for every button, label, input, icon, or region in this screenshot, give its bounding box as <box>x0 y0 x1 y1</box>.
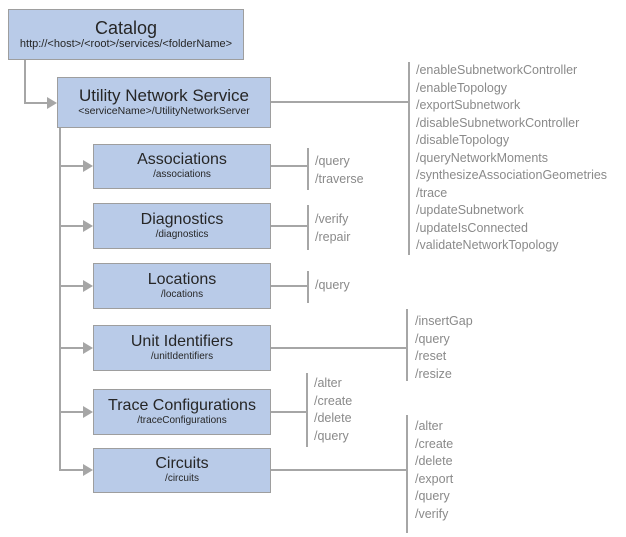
circuits-title: Circuits <box>155 455 209 473</box>
connector-diagnostics-ops <box>271 225 308 227</box>
operation-label: /queryNetworkMoments <box>416 150 548 165</box>
unit-identifiers-box: Unit Identifiers /unitIdentifiers <box>93 325 271 371</box>
arrowhead-to-circuits <box>83 464 93 476</box>
arrowhead-to-unit-identifiers <box>83 342 93 354</box>
operation-label: /validateNetworkTopology <box>416 238 559 252</box>
operation-label: /create <box>314 393 353 408</box>
operation-label: /synthesizeAssociationGeometries <box>416 168 608 182</box>
operation-label: /enableTopology <box>416 80 508 95</box>
operation-label: /traverse <box>315 171 364 186</box>
connector-unit-identifiers-ops <box>271 347 407 349</box>
operation-label: /repair <box>315 229 351 244</box>
connector-service-ops <box>271 101 408 103</box>
operation-label: /delete <box>314 411 352 425</box>
trace-configurations-operations-list: /alter /create /delete /query <box>314 375 352 445</box>
operation-label: /query <box>315 278 350 292</box>
unit-identifiers-operations-list: /insertGap /query /reset /resize <box>415 313 473 383</box>
branch-locations <box>60 285 84 287</box>
branch-trace-configurations <box>60 411 84 413</box>
connector-circuits-ops <box>271 469 407 471</box>
operation-label: /updateIsConnected <box>416 220 528 235</box>
operation-label: /insertGap <box>415 314 473 328</box>
associations-title: Associations <box>137 151 227 169</box>
service-title: Utility Network Service <box>78 86 250 106</box>
operation-label: /query <box>314 428 349 443</box>
operation-label: /enableSubnetworkController <box>416 63 578 77</box>
tickbar-circuits-ops <box>406 415 408 533</box>
service-subtitle: <serviceName>/UtilityNetworkServer <box>78 105 250 118</box>
operation-label: /disableTopology <box>416 133 510 147</box>
connector-locations-ops <box>271 285 308 287</box>
unit-identifiers-subtitle: /unitIdentifiers <box>150 350 214 362</box>
locations-title: Locations <box>147 270 217 288</box>
trace-configurations-box: Trace Configurations /traceConfiguration… <box>93 389 271 435</box>
circuits-operations-list: /alter /create /delete /export /query /v… <box>415 418 453 523</box>
diagnostics-operations-list: /verify /repair <box>315 211 350 246</box>
operation-label: /query <box>415 489 450 503</box>
operation-label: /query <box>415 331 450 346</box>
connector-catalog-right <box>24 102 48 104</box>
trace-configurations-title: Trace Configurations <box>108 396 256 414</box>
associations-subtitle: /associations <box>153 169 211 181</box>
connector-catalog-down <box>24 60 26 104</box>
operation-label: /exportSubnetwork <box>416 98 521 112</box>
associations-operations-list: /query /traverse <box>315 153 364 188</box>
operation-label: /create <box>415 436 454 451</box>
tickbar-service-ops <box>408 62 410 255</box>
connector-trace-configurations-ops <box>271 411 307 413</box>
unit-identifiers-title: Unit Identifiers <box>130 332 234 350</box>
branch-circuits <box>60 469 84 471</box>
operation-label: /updateSubnetwork <box>416 203 524 217</box>
tickbar-locations-ops <box>307 271 309 303</box>
tickbar-associations-ops <box>307 148 309 190</box>
service-operations-list: /enableSubnetworkController /enableTopol… <box>416 62 607 255</box>
arrowhead-to-diagnostics <box>83 220 93 232</box>
diagnostics-title: Diagnostics <box>140 210 224 228</box>
operation-label: /resize <box>415 366 452 381</box>
diagnostics-subtitle: /diagnostics <box>155 228 209 240</box>
circuits-subtitle: /circuits <box>165 473 199 485</box>
operation-label: /alter <box>415 419 443 433</box>
tickbar-trace-configurations-ops <box>306 373 308 447</box>
arrowhead-to-associations <box>83 160 93 172</box>
locations-subtitle: /locations <box>160 288 204 300</box>
arrowhead-to-trace-configurations <box>83 406 93 418</box>
catalog-box: Catalog http://<host>/<root>/services/<f… <box>8 9 244 60</box>
operation-label: /export <box>415 471 454 486</box>
operation-label: /verify <box>415 506 449 521</box>
connector-associations-ops <box>271 165 308 167</box>
branch-diagnostics <box>60 225 84 227</box>
tickbar-unit-identifiers-ops <box>406 309 408 381</box>
circuits-box: Circuits /circuits <box>93 448 271 493</box>
diagnostics-box: Diagnostics /diagnostics <box>93 203 271 249</box>
arrowhead-to-service <box>47 97 57 109</box>
connector-service-trunk <box>59 128 61 471</box>
operation-label: /alter <box>314 376 342 390</box>
branch-associations <box>60 165 84 167</box>
locations-operations-list: /query <box>315 277 350 295</box>
operation-label: /trace <box>416 185 448 200</box>
catalog-title: Catalog <box>94 17 158 38</box>
tickbar-diagnostics-ops <box>307 205 309 250</box>
operation-label: /verify <box>315 212 349 226</box>
branch-unit-identifiers <box>60 347 84 349</box>
locations-box: Locations /locations <box>93 263 271 309</box>
trace-configurations-subtitle: /traceConfigurations <box>137 414 227 426</box>
associations-box: Associations /associations <box>93 144 271 189</box>
operation-label: /query <box>315 154 350 168</box>
operation-label: /disableSubnetworkController <box>416 115 580 130</box>
catalog-subtitle: http://<host>/<root>/services/<folderNam… <box>19 37 233 50</box>
arrowhead-to-locations <box>83 280 93 292</box>
operation-label: /delete <box>415 454 453 468</box>
utility-network-service-box: Utility Network Service <serviceName>/Ut… <box>57 77 271 128</box>
operation-label: /reset <box>415 349 447 363</box>
